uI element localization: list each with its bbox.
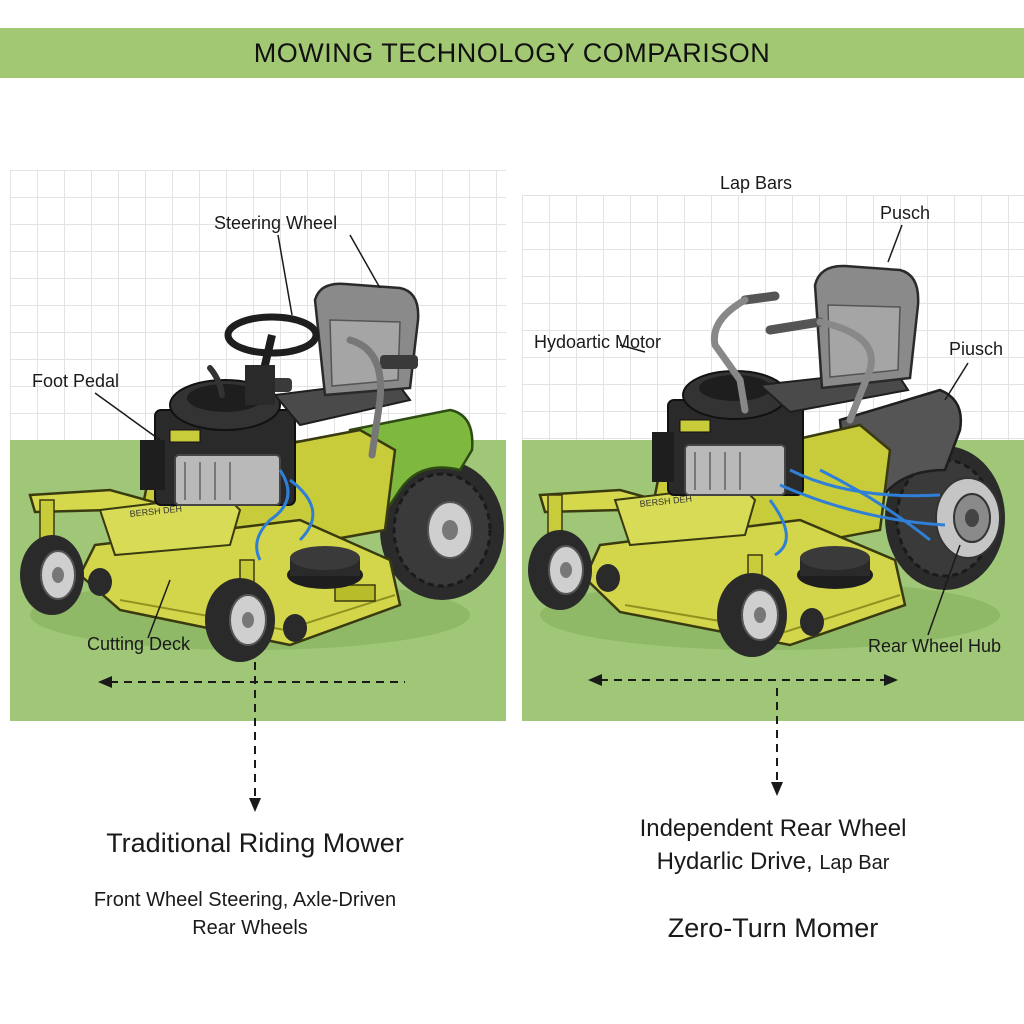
right-caption-line1: Independent Rear Wheel bbox=[639, 815, 907, 842]
callout-steering-wheel: Steering Wheel bbox=[214, 213, 338, 233]
zt-front-wheel-left bbox=[528, 494, 592, 610]
zero-turn-mower: BERSH DEH bbox=[528, 224, 1005, 796]
callout-hydraulic-motor: Hydoartic Motor bbox=[534, 332, 662, 352]
left-caption-desc-line2: Rear Wheels bbox=[192, 917, 308, 939]
seat bbox=[262, 282, 420, 427]
title-banner: MOWING TECHNOLOGY COMPARISON bbox=[0, 28, 1024, 78]
traditional-riding-mower: BERSH DEH bbox=[20, 234, 504, 812]
page-title: MOWING TECHNOLOGY COMPARISON bbox=[253, 38, 771, 68]
right-caption-line2: Hydarlic Drive, Lap Bar bbox=[522, 848, 1024, 876]
anti-scalp-rollers bbox=[88, 568, 307, 642]
right-panel-grid bbox=[522, 195, 1024, 442]
left-width-arrow bbox=[98, 676, 405, 688]
lap-bars bbox=[710, 291, 875, 424]
callout-rear-wheel-hub: Rear Wheel Hub bbox=[868, 636, 1002, 656]
zt-front-wheel-right bbox=[717, 554, 787, 657]
right-caption-line2-main: Hydarlic Drive, bbox=[656, 848, 813, 875]
left-caption-desc-line1: Front Wheel Steering, Axle-Driven bbox=[93, 889, 397, 911]
zt-anti-scalp-rollers bbox=[596, 564, 824, 636]
left-caption-title: Traditional Riding Mower bbox=[106, 828, 404, 858]
steering-wheel bbox=[224, 313, 320, 405]
callout-foot-pedal: Foot Pedal bbox=[32, 371, 120, 391]
callout-pusch: Pusch bbox=[880, 203, 931, 223]
zero-turn-engine bbox=[652, 370, 804, 496]
rear-wheel bbox=[380, 460, 504, 600]
rear-wheel-hub bbox=[885, 446, 1005, 590]
zero-turn-seat bbox=[757, 264, 920, 414]
right-down-arrow bbox=[771, 688, 783, 796]
left-panel-grid bbox=[10, 170, 506, 442]
right-width-arrow bbox=[588, 674, 898, 686]
left-down-arrow bbox=[249, 662, 261, 812]
right-caption-line2-small: Lap Bar bbox=[819, 852, 890, 874]
front-wheel-left bbox=[20, 499, 84, 615]
callout-cutting-deck: Cutting Deck bbox=[87, 634, 191, 654]
callout-piusch: Piusch bbox=[949, 339, 1004, 359]
callout-lap-bars: Lap Bars bbox=[720, 173, 793, 193]
front-wheel-right bbox=[205, 559, 275, 662]
right-caption-subtitle: Zero-Turn Momer bbox=[667, 913, 879, 943]
